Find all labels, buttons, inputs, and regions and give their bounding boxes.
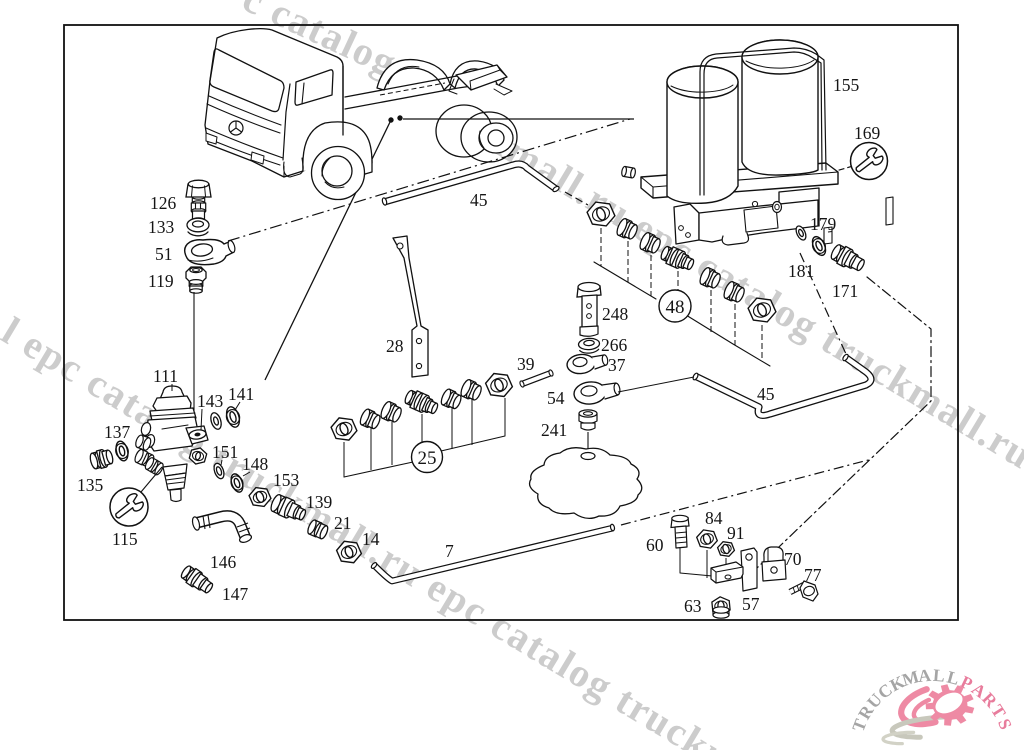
svg-text:171: 171 bbox=[832, 281, 858, 301]
svg-text:L: L bbox=[945, 667, 962, 689]
svg-text:28: 28 bbox=[386, 336, 404, 356]
svg-text:25: 25 bbox=[418, 448, 437, 469]
svg-text:155: 155 bbox=[833, 75, 860, 95]
svg-text:115: 115 bbox=[112, 529, 138, 549]
svg-text:L: L bbox=[932, 665, 945, 686]
svg-text:126: 126 bbox=[150, 193, 177, 213]
svg-text:137: 137 bbox=[104, 422, 131, 442]
svg-text:39: 39 bbox=[517, 354, 535, 374]
svg-text:135: 135 bbox=[77, 475, 104, 495]
svg-text:57: 57 bbox=[742, 594, 760, 614]
svg-text:21: 21 bbox=[334, 513, 352, 533]
svg-text:63: 63 bbox=[684, 596, 702, 616]
svg-text:143: 143 bbox=[197, 391, 224, 411]
svg-text:45: 45 bbox=[470, 190, 488, 210]
svg-text:91: 91 bbox=[727, 523, 745, 543]
svg-text:14: 14 bbox=[362, 529, 380, 549]
svg-text:133: 133 bbox=[148, 217, 175, 237]
svg-text:179: 179 bbox=[810, 214, 837, 234]
svg-text:70: 70 bbox=[784, 549, 802, 569]
svg-text:45: 45 bbox=[757, 384, 775, 404]
svg-text:248: 248 bbox=[602, 304, 629, 324]
svg-text:146: 146 bbox=[210, 552, 237, 572]
svg-text:181: 181 bbox=[788, 261, 814, 281]
svg-text:148: 148 bbox=[242, 454, 269, 474]
svg-text:37: 37 bbox=[608, 355, 626, 375]
svg-text:147: 147 bbox=[222, 584, 249, 604]
svg-text:51: 51 bbox=[155, 244, 173, 264]
svg-text:241: 241 bbox=[541, 420, 567, 440]
svg-text:7: 7 bbox=[445, 541, 454, 561]
svg-text:A: A bbox=[917, 665, 932, 686]
svg-text:77: 77 bbox=[804, 565, 822, 585]
svg-text:54: 54 bbox=[547, 388, 565, 408]
svg-text:139: 139 bbox=[306, 492, 333, 512]
svg-text:153: 153 bbox=[273, 470, 300, 490]
svg-text:84: 84 bbox=[705, 508, 723, 528]
svg-text:266: 266 bbox=[601, 335, 628, 355]
svg-text:141: 141 bbox=[228, 384, 254, 404]
svg-text:60: 60 bbox=[646, 535, 664, 555]
svg-text:119: 119 bbox=[148, 271, 174, 291]
svg-text:111: 111 bbox=[153, 366, 178, 386]
svg-text:169: 169 bbox=[854, 123, 881, 143]
svg-text:M: M bbox=[900, 666, 922, 690]
svg-text:151: 151 bbox=[212, 442, 238, 462]
svg-text:48: 48 bbox=[666, 297, 685, 318]
